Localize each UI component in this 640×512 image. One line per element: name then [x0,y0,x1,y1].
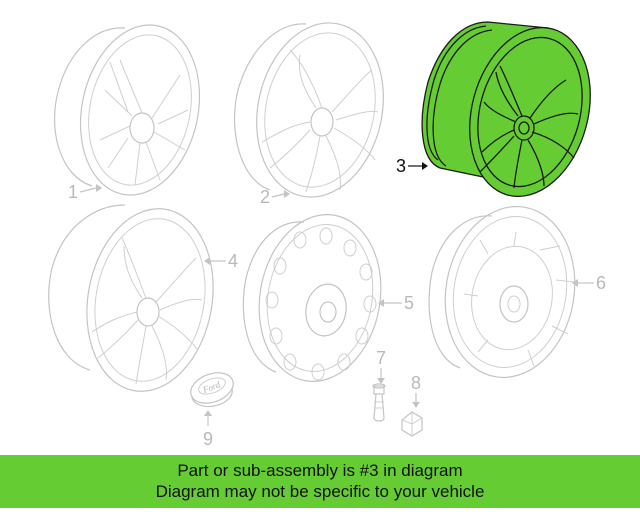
callout-7: 7 [376,348,386,384]
callout-label: 3 [396,156,406,176]
callout-label: 7 [376,348,386,368]
callout-label: 2 [260,187,270,207]
parts-diagram: 1 2 3 [48,11,608,449]
banner-line-part-number: Part or sub-assembly is #3 in diagram [177,461,463,480]
callout-5: 5 [378,293,414,313]
callout-label: 8 [411,373,421,393]
callout-label: 5 [404,293,414,313]
callout-2: 2 [260,187,290,207]
callout-4: 4 [204,251,238,271]
info-banner: Part or sub-assembly is #3 in diagram Di… [0,455,640,508]
callout-3: 3 [396,156,428,176]
callout-label: 6 [596,273,606,293]
wheel-part-2[interactable] [233,11,399,209]
callout-9: 9 [203,410,213,449]
wheel-part-5[interactable] [242,205,393,391]
ford-logo-text: Ford [201,379,222,395]
callout-8: 8 [411,373,421,408]
wheel-part-4[interactable] [48,199,227,402]
lug-nut-part-8[interactable] [401,411,423,437]
wheel-part-3-highlighted[interactable] [421,14,608,210]
callout-label: 1 [68,182,78,202]
center-cap-part-9[interactable]: Ford [187,367,238,408]
callout-1: 1 [68,182,102,202]
banner-line-disclaimer: Diagram may not be specific to your vehi… [155,482,485,501]
wheel-part-6[interactable] [428,196,588,388]
callout-6: 6 [572,273,606,293]
callout-label: 4 [228,251,238,271]
callout-label: 9 [203,429,213,449]
wheel-part-1[interactable] [54,14,215,206]
valve-stem-part-7[interactable] [372,383,386,422]
